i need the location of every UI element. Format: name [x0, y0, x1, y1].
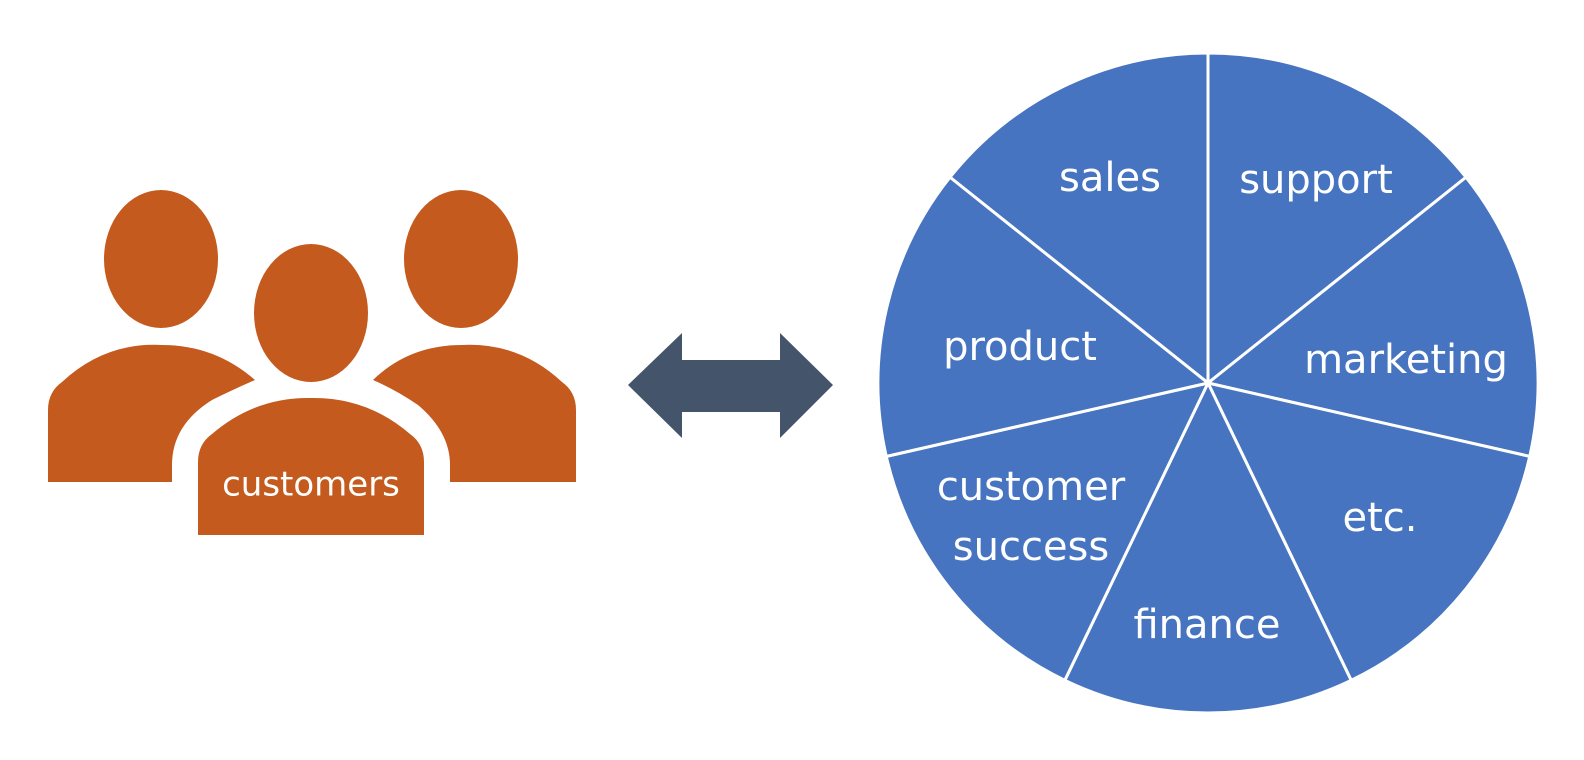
segment-label-customer-success-line2: success — [953, 524, 1109, 570]
double-headed-arrow-icon — [628, 333, 833, 438]
person-right-head — [404, 190, 518, 328]
org-wheel-labels: sales support marketing etc. finance cus… — [937, 155, 1508, 648]
wheel-segment-product — [876, 175, 1212, 459]
person-right-body — [373, 344, 576, 482]
person-left-head — [104, 190, 218, 328]
person-center-head — [254, 244, 368, 382]
segment-label-customer-success-line1: customer — [937, 464, 1126, 510]
segment-label-product: product — [943, 324, 1097, 370]
segment-label-finance: finance — [1133, 602, 1280, 648]
segment-label-support: support — [1239, 157, 1393, 203]
org-wheel — [876, 51, 1540, 715]
wheel-segment-sales — [947, 51, 1210, 387]
wheel-segment-finance — [1062, 379, 1354, 715]
wheel-segment-etc — [1205, 380, 1532, 683]
person-left-body — [48, 344, 255, 482]
person-center-body — [198, 397, 424, 535]
wheel-segment-customer-success — [884, 380, 1211, 683]
wheel-segment-support — [1206, 51, 1469, 387]
segment-label-marketing: marketing — [1304, 337, 1508, 383]
wheel-segment-marketing — [1204, 175, 1540, 459]
customers-label: customers — [222, 465, 400, 505]
people-group-icon: customers — [48, 190, 576, 535]
segment-label-sales: sales — [1059, 155, 1161, 201]
segment-label-etc: etc. — [1343, 495, 1418, 541]
